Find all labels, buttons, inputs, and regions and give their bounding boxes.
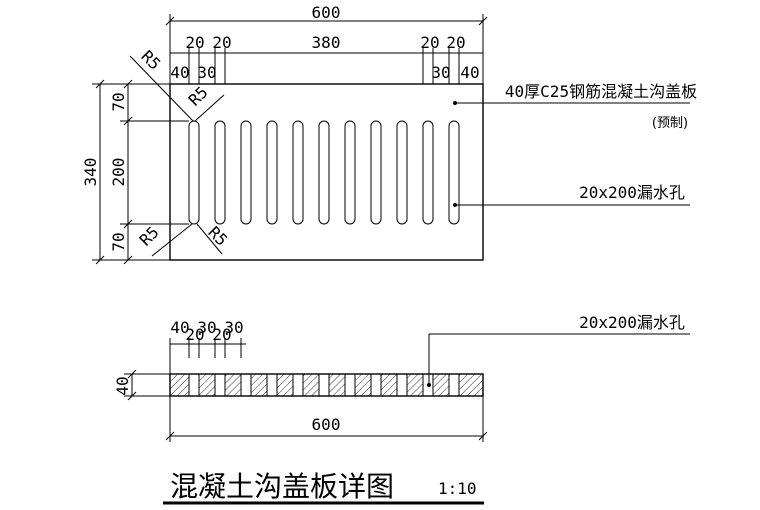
drawing-title-block: 混凝土沟盖板详图 1:10 xyxy=(163,470,484,505)
drainage-slot xyxy=(292,120,304,225)
dim-label: 70 xyxy=(109,92,128,111)
dim-label: 20 xyxy=(212,33,231,52)
drainage-slot xyxy=(240,120,252,225)
section-dimension-thickness: 40 xyxy=(113,369,170,401)
note-precast: (预制) xyxy=(652,116,688,131)
cover-plate-outline xyxy=(169,83,484,261)
dim-label: 40 xyxy=(113,376,132,395)
dim-label: 600 xyxy=(312,415,341,434)
section-dimension-bottom: 600 xyxy=(165,396,488,442)
plan-notes: 40厚C25钢筋混凝土沟盖板 (预制) 20x200漏水孔 xyxy=(453,82,697,207)
dim-label: 20 xyxy=(420,33,439,52)
drainage-slots xyxy=(188,120,460,225)
dimension-row-slots: 20 20 380 20 20 xyxy=(170,33,483,84)
dim-label: 30 xyxy=(224,318,243,337)
dim-label: 20 xyxy=(446,33,465,52)
dimension-top-600: 600 xyxy=(165,3,488,84)
dim-label: 40 xyxy=(460,63,479,82)
dim-label: 380 xyxy=(312,33,341,52)
section-note: 20x200漏水孔 xyxy=(427,313,690,387)
drainage-slot xyxy=(370,120,382,225)
dim-label: 40 xyxy=(170,318,189,337)
dim-label: 20 xyxy=(185,33,204,52)
drainage-slot xyxy=(318,120,330,225)
radius-label: R5 xyxy=(136,223,163,250)
note-holes: 20x200漏水孔 xyxy=(579,183,685,202)
drawing-scale: 1:10 xyxy=(438,479,477,498)
plan-view: 600 20 20 380 20 20 40 30 30 40 xyxy=(81,3,697,265)
dimension-left: 340 70 200 70 xyxy=(81,79,189,265)
note-holes: 20x200漏水孔 xyxy=(579,313,685,332)
dim-label: 30 xyxy=(197,63,216,82)
section-view: 20 20 40 40 30 30 40 600 xyxy=(113,313,690,442)
dim-label: 30 xyxy=(197,318,216,337)
radius-label: R5 xyxy=(185,83,212,110)
section-dimension-top: 20 20 40 40 30 30 xyxy=(169,318,246,374)
drainage-slot xyxy=(214,120,226,225)
drainage-slot xyxy=(344,120,356,225)
dim-label: 600 xyxy=(312,3,341,22)
note-plate: 40厚C25钢筋混凝土沟盖板 xyxy=(505,82,697,101)
drainage-slot xyxy=(188,120,200,225)
section-plate xyxy=(169,373,484,397)
dim-label: 30 xyxy=(431,63,450,82)
dimension-row-edges: 40 30 30 40 xyxy=(170,63,479,82)
dim-label: 200 xyxy=(109,158,128,187)
drainage-slot xyxy=(266,120,278,225)
dim-label: 340 xyxy=(81,158,100,187)
drawing-title: 混凝土沟盖板详图 xyxy=(170,470,394,503)
dim-label: 70 xyxy=(109,232,128,251)
radius-label: R5 xyxy=(204,223,231,250)
drainage-slot xyxy=(396,120,408,225)
radius-label: R5 xyxy=(137,47,164,74)
drainage-slot xyxy=(422,120,434,225)
dim-label: 20 xyxy=(185,325,204,344)
dim-label: 40 xyxy=(170,63,189,82)
dim-label: 20 xyxy=(212,325,231,344)
drainage-slot xyxy=(448,120,460,225)
